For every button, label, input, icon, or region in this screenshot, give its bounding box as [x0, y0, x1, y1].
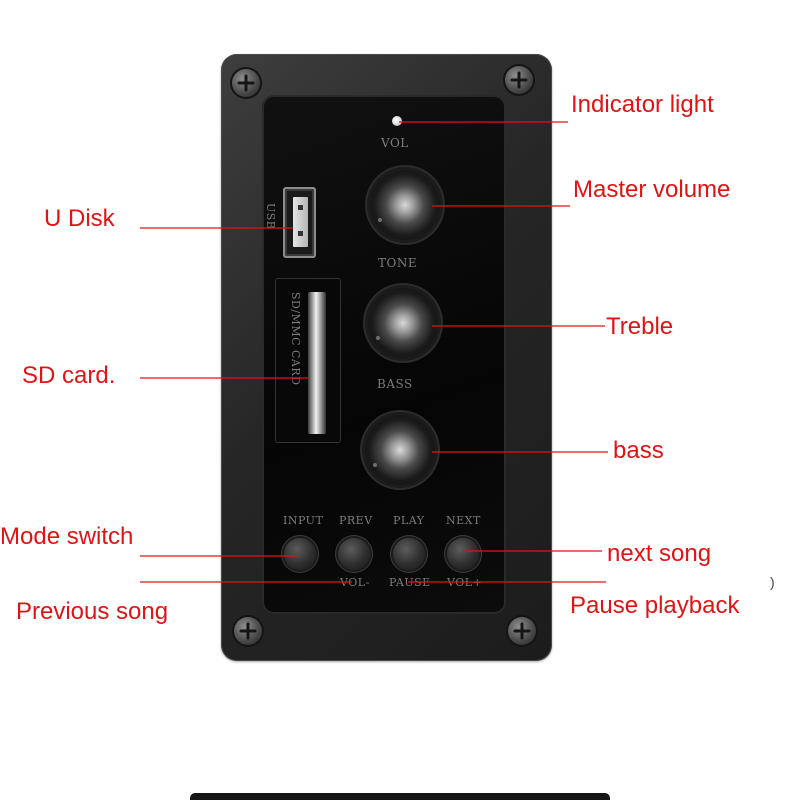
input-button[interactable] [284, 538, 316, 570]
callout-u-disk: U Disk [44, 205, 115, 232]
bass-knob[interactable] [365, 415, 435, 485]
callout-next-song: next song [607, 540, 712, 567]
label-bass: BASS [377, 377, 413, 391]
callout-pause-playback: Pause playback [570, 592, 740, 619]
callout-indicator-light: Indicator light [571, 91, 714, 118]
callout-previous-song: Previous song [16, 598, 169, 625]
prev-button[interactable] [338, 538, 370, 570]
screw-top-right-icon [505, 66, 533, 94]
callout-bass: bass [613, 437, 664, 464]
screw-bottom-left-icon [234, 617, 262, 645]
callout-sd-card: SD card. [22, 362, 116, 389]
next-image-edge [190, 793, 610, 800]
label-vol: VOL [381, 136, 409, 150]
label-input: INPUT [283, 514, 324, 527]
callout-master-volume: Master volume [573, 176, 731, 203]
callout-mode-switch: Mode switch [0, 523, 134, 550]
treble-knob[interactable] [368, 288, 438, 358]
label-next: NEXT [446, 514, 481, 527]
label-play: PLAY [393, 514, 425, 527]
screw-top-left-icon [232, 69, 260, 97]
label-vol-minus: VOL- [340, 576, 370, 589]
label-tone: TONE [378, 256, 418, 270]
sd-card-slot[interactable] [308, 292, 326, 434]
screw-bottom-right-icon [508, 617, 536, 645]
label-prev: PREV [339, 514, 373, 527]
master-volume-knob[interactable] [370, 170, 440, 240]
next-button[interactable] [447, 538, 479, 570]
stray-mark: ) [770, 574, 775, 590]
callout-treble: Treble [606, 313, 674, 340]
play-button[interactable] [393, 538, 425, 570]
indicator-light [392, 116, 402, 126]
usb-port-tongue [293, 197, 308, 247]
